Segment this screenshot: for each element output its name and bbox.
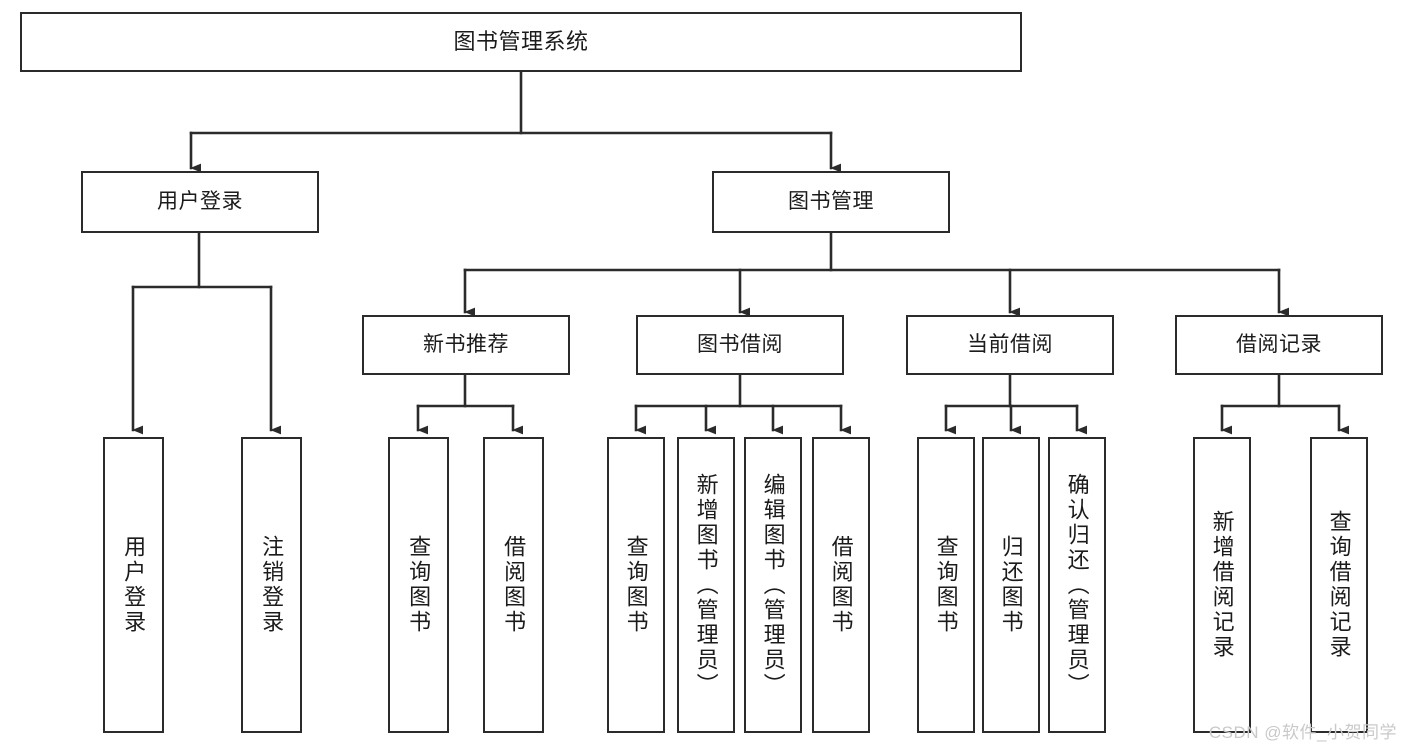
leaf-current-borrow-2-label: 归还图书 (998, 535, 1024, 635)
csdn-watermark: CSDN @软件_小贺同学 (1208, 723, 1397, 742)
leaf-new-book-1[interactable]: 查询图书 (388, 437, 449, 733)
node-current-borrow-label: 当前借阅 (967, 332, 1053, 356)
leaf-borrow-record-1-label: 新增借阅记录 (1209, 510, 1235, 660)
node-root[interactable]: 图书管理系统 (20, 12, 1022, 72)
node-user-login[interactable]: 用户登录 (81, 171, 319, 233)
leaf-current-borrow-3-label: 确认归还（管理员） (1064, 472, 1090, 698)
leaf-book-borrow-3[interactable]: 编辑图书（管理员） (744, 437, 802, 733)
leaf-current-borrow-3[interactable]: 确认归还（管理员） (1048, 437, 1106, 733)
leaf-new-book-1-label: 查询图书 (406, 535, 432, 635)
node-book-manage-label: 图书管理 (788, 189, 874, 213)
node-current-borrow[interactable]: 当前借阅 (906, 315, 1114, 375)
leaf-book-borrow-1[interactable]: 查询图书 (607, 437, 665, 733)
leaf-book-borrow-4[interactable]: 借阅图书 (812, 437, 870, 733)
leaf-book-borrow-2-label: 新增图书（管理员） (693, 472, 719, 698)
node-borrow-record-label: 借阅记录 (1236, 332, 1322, 356)
node-root-label: 图书管理系统 (453, 29, 589, 55)
leaf-borrow-record-1[interactable]: 新增借阅记录 (1193, 437, 1251, 733)
leaf-borrow-record-2[interactable]: 查询借阅记录 (1310, 437, 1368, 733)
leaf-current-borrow-2[interactable]: 归还图书 (982, 437, 1040, 733)
node-borrow-record[interactable]: 借阅记录 (1175, 315, 1383, 375)
leaf-book-borrow-3-label: 编辑图书（管理员） (760, 472, 786, 698)
leaf-new-book-2[interactable]: 借阅图书 (483, 437, 544, 733)
node-book-borrow-label: 图书借阅 (697, 332, 783, 356)
leaf-user-login-1-label: 用户登录 (121, 535, 147, 635)
leaf-book-borrow-2[interactable]: 新增图书（管理员） (677, 437, 735, 733)
leaf-user-login-2-label: 注销登录 (259, 535, 285, 635)
node-book-borrow[interactable]: 图书借阅 (636, 315, 844, 375)
node-user-login-label: 用户登录 (157, 189, 243, 213)
leaf-new-book-2-label: 借阅图书 (501, 535, 527, 635)
leaf-user-login-2[interactable]: 注销登录 (241, 437, 302, 733)
leaf-book-borrow-1-label: 查询图书 (623, 535, 649, 635)
node-new-book-recommend-label: 新书推荐 (423, 332, 509, 356)
leaf-borrow-record-2-label: 查询借阅记录 (1326, 510, 1352, 660)
node-book-manage[interactable]: 图书管理 (712, 171, 950, 233)
node-new-book-recommend[interactable]: 新书推荐 (362, 315, 570, 375)
leaf-current-borrow-1-label: 查询图书 (933, 535, 959, 635)
leaf-user-login-1[interactable]: 用户登录 (103, 437, 164, 733)
leaf-book-borrow-4-label: 借阅图书 (828, 535, 854, 635)
leaf-current-borrow-1[interactable]: 查询图书 (917, 437, 975, 733)
